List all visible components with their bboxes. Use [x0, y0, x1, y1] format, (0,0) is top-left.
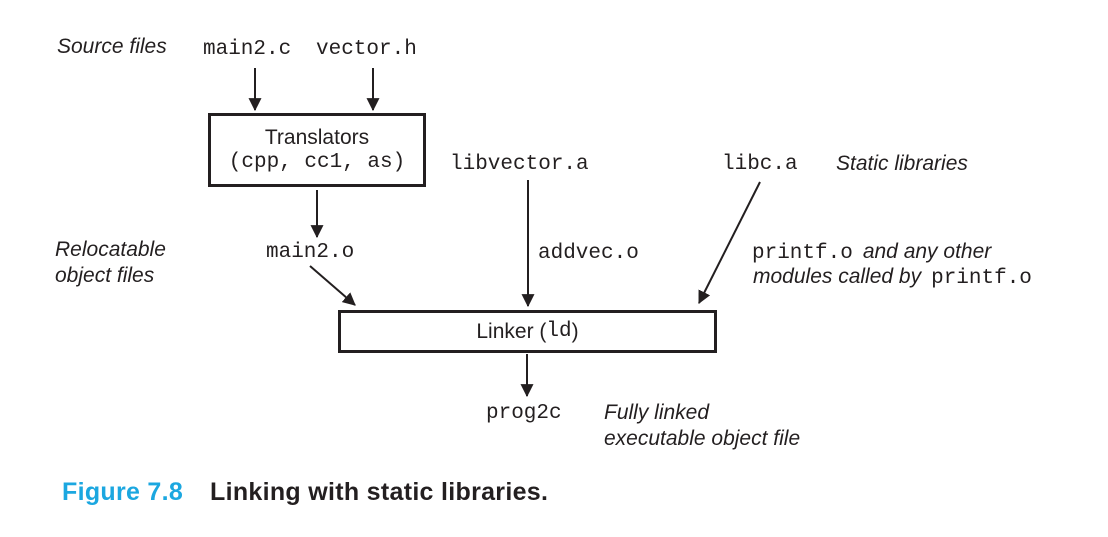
- relocatable-object-files-label: Relocatable object files: [55, 237, 166, 289]
- figure-number: Figure 7.8: [62, 478, 184, 506]
- linker-box: Linker (ld): [338, 310, 717, 353]
- linker-box-title-suffix: ): [571, 319, 579, 343]
- main2o-label: main2.o: [266, 241, 355, 264]
- linker-box-title-code: ld: [546, 319, 572, 343]
- printfo-label: printf.o: [752, 242, 853, 265]
- relocatable-label-line2: object files: [55, 264, 155, 287]
- figure-caption-title: Linking with static libraries.: [210, 478, 549, 506]
- source-files-label: Source files: [57, 35, 167, 58]
- source-file-main2c: main2.c: [203, 38, 292, 61]
- libvector-label: libvector.a: [450, 153, 589, 176]
- printfo-annotation-line2: modules called by printf.o: [753, 264, 1032, 291]
- translators-box-tools: (cpp, cc1, as): [228, 151, 406, 174]
- translators-box-title: Translators: [264, 126, 370, 149]
- executable-annotation-line2: executable object file: [604, 427, 801, 450]
- source-file-vectorh: vector.h: [316, 38, 417, 61]
- printfo-annotation-line1: printf.o and any other: [752, 239, 991, 266]
- linker-box-title-prefix: Linker (: [476, 319, 547, 343]
- arrow-libc-to-linker: [698, 181, 761, 304]
- static-libraries-label: Static libraries: [836, 152, 968, 175]
- printfo-label-2: printf.o: [931, 267, 1032, 290]
- arrow-main2o-to-linker: [309, 265, 356, 306]
- addveco-label: addvec.o: [538, 242, 639, 265]
- printfo-note-line1: and any other: [862, 240, 992, 263]
- prog2c-label: prog2c: [486, 402, 562, 425]
- executable-annotation-line1: Fully linked: [604, 401, 710, 424]
- libc-label: libc.a: [722, 153, 798, 176]
- translators-box: Translators (cpp, cc1, as): [208, 113, 426, 187]
- relocatable-label-line1: Relocatable: [55, 238, 166, 261]
- printfo-note-line2: modules called by: [753, 265, 922, 288]
- executable-annotation: Fully linked executable object file: [604, 400, 800, 452]
